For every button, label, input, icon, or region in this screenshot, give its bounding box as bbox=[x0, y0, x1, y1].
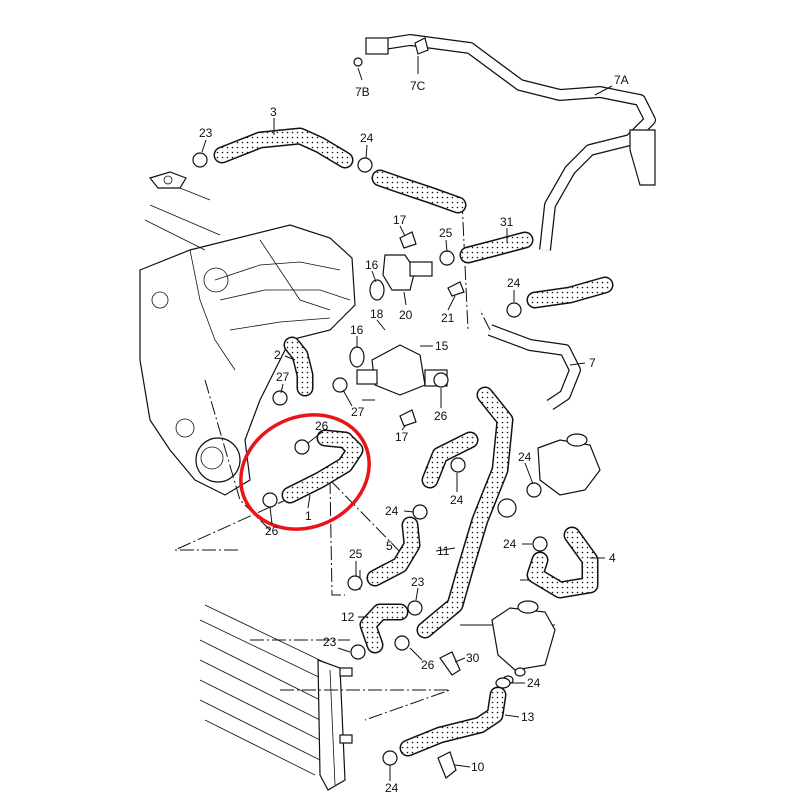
label-25: 25 bbox=[349, 547, 363, 561]
label-7c: 7C bbox=[410, 79, 426, 93]
label-27: 27 bbox=[351, 405, 365, 419]
label-24: 24 bbox=[503, 537, 517, 551]
label-2: 2 bbox=[274, 348, 281, 362]
label-24: 24 bbox=[527, 676, 541, 690]
label-18: 18 bbox=[370, 307, 384, 321]
label-24: 24 bbox=[518, 450, 532, 464]
label-24: 24 bbox=[507, 276, 521, 290]
label-12: 12 bbox=[341, 610, 355, 624]
label-7b: 7B bbox=[355, 85, 370, 99]
label-7: 7 bbox=[589, 356, 596, 370]
label-10: 10 bbox=[471, 760, 485, 774]
label-24: 24 bbox=[450, 493, 464, 507]
label-13: 13 bbox=[521, 710, 535, 724]
highlight-circle-part-1 bbox=[239, 413, 371, 531]
label-3: 3 bbox=[270, 105, 277, 119]
label-5: 5 bbox=[386, 539, 393, 553]
thermostat-housing bbox=[371, 344, 426, 396]
label-23: 23 bbox=[199, 126, 213, 140]
label-20: 20 bbox=[399, 308, 413, 322]
label-4: 4 bbox=[609, 551, 616, 565]
label-15: 15 bbox=[435, 339, 449, 353]
label-23: 23 bbox=[411, 575, 425, 589]
label-1: 1 bbox=[305, 509, 312, 523]
expansion-tank-upper bbox=[537, 439, 601, 496]
engine-block bbox=[139, 171, 356, 496]
label-30: 30 bbox=[466, 651, 480, 665]
label-16: 16 bbox=[350, 323, 364, 337]
hose-clamps bbox=[192, 152, 548, 766]
hoses bbox=[213, 127, 614, 757]
label-26: 26 bbox=[315, 419, 329, 433]
label-17: 17 bbox=[393, 213, 407, 227]
label-21: 21 bbox=[441, 311, 455, 325]
label-24: 24 bbox=[385, 504, 399, 518]
label-11: 11 bbox=[437, 544, 450, 558]
flange-20 bbox=[382, 254, 416, 291]
label-26: 26 bbox=[434, 409, 448, 423]
label-23: 23 bbox=[323, 635, 337, 649]
label-7a: 7A bbox=[614, 73, 629, 87]
metal-pipe-7a bbox=[365, 34, 656, 410]
label-31: 31 bbox=[500, 215, 514, 229]
label-26: 26 bbox=[421, 658, 435, 672]
part-labels: 7B 7C 7A 3 23 24 17 25 31 16 18 20 21 24… bbox=[199, 73, 629, 795]
label-24: 24 bbox=[385, 781, 399, 795]
expansion-tank-lower bbox=[491, 607, 556, 671]
label-16: 16 bbox=[365, 258, 379, 272]
radiator bbox=[199, 604, 353, 791]
label-25: 25 bbox=[439, 226, 453, 240]
label-17: 17 bbox=[395, 430, 409, 444]
label-27: 27 bbox=[276, 370, 290, 384]
label-24: 24 bbox=[360, 131, 374, 145]
label-26: 26 bbox=[265, 524, 279, 538]
